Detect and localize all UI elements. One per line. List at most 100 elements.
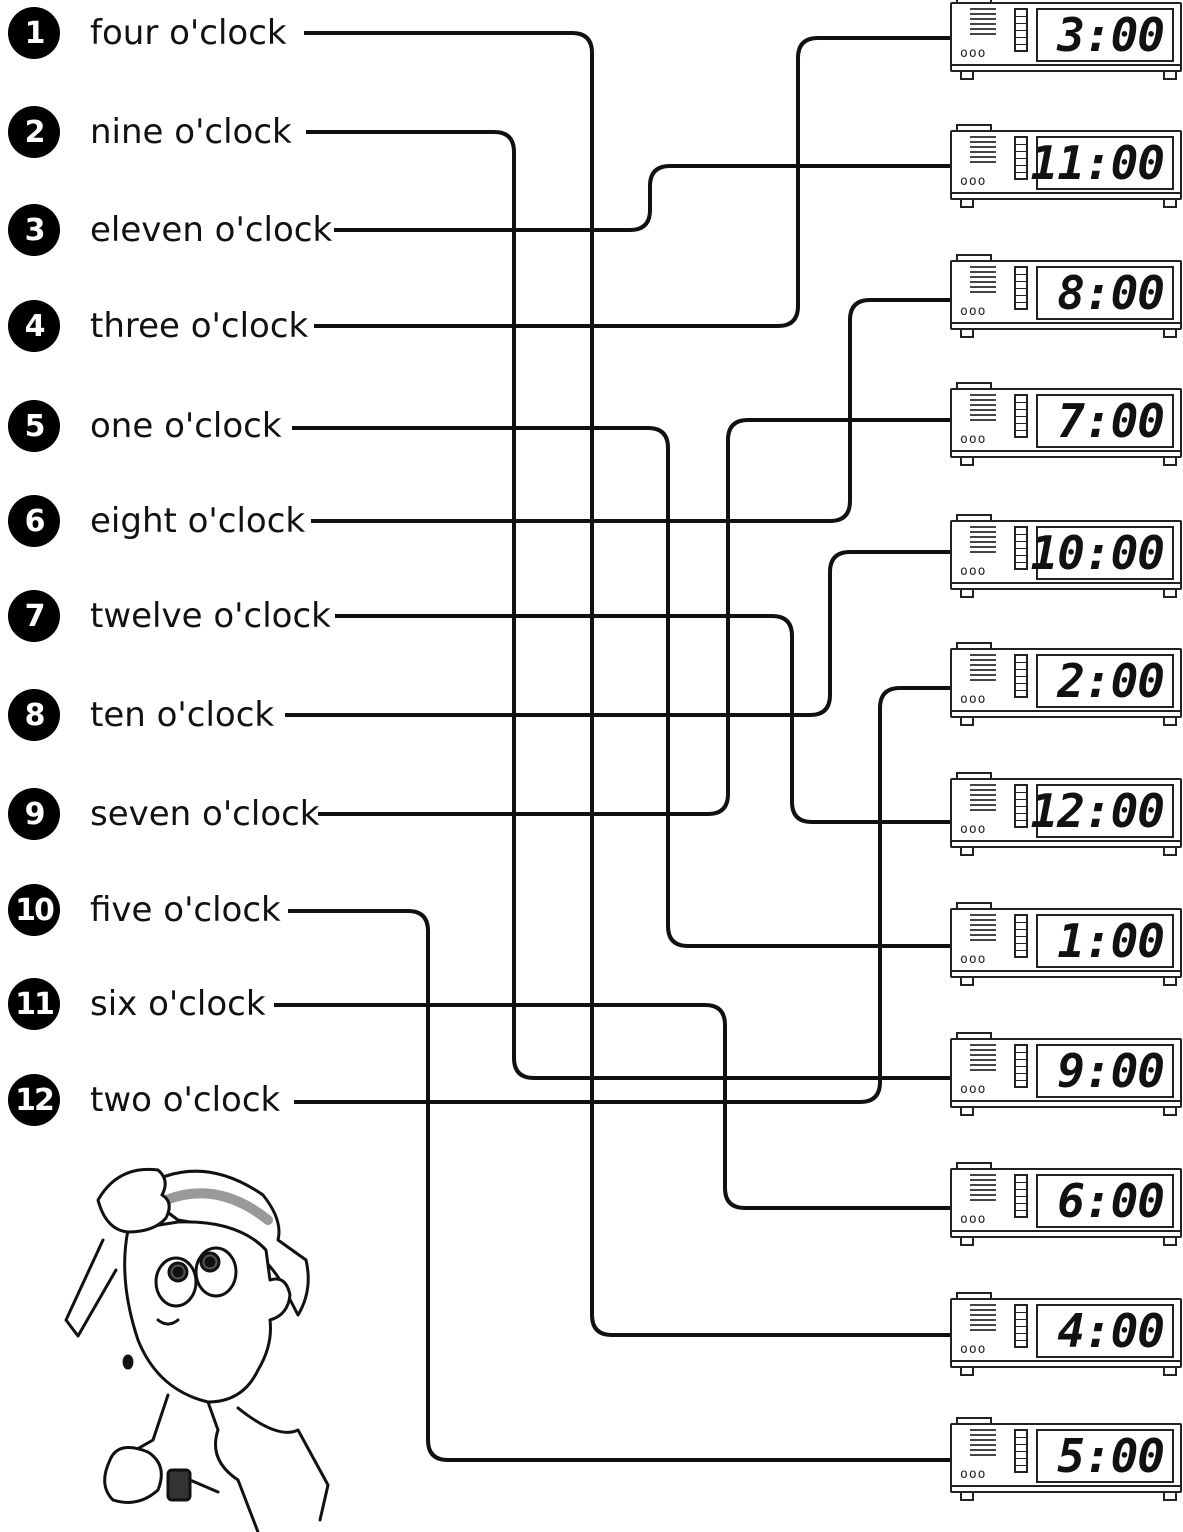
number-badge: 2 bbox=[8, 106, 60, 158]
digital-display: 10:00 bbox=[1036, 526, 1174, 580]
speaker-icon bbox=[970, 526, 996, 554]
match-line bbox=[306, 132, 950, 1078]
digital-display: 5:00 bbox=[1036, 1429, 1174, 1483]
time-phrase: eleven o'clock bbox=[90, 210, 332, 250]
list-item: 8 ten o'clock bbox=[8, 687, 274, 743]
knobs-icon: ooo bbox=[960, 1082, 986, 1097]
number-badge: 11 bbox=[8, 978, 60, 1030]
time-phrase: four o'clock bbox=[90, 13, 287, 53]
level-meter-icon bbox=[1014, 654, 1028, 698]
knobs-icon: ooo bbox=[960, 174, 986, 189]
list-item: 10 five o'clock bbox=[8, 882, 281, 938]
level-meter-icon bbox=[1014, 1304, 1028, 1348]
knobs-icon: ooo bbox=[960, 564, 986, 579]
level-meter-icon bbox=[1014, 526, 1028, 570]
digital-display: 6:00 bbox=[1036, 1174, 1174, 1228]
clock-time: 12:00 bbox=[1031, 784, 1164, 838]
speaker-icon bbox=[970, 8, 996, 36]
clock-time: 11:00 bbox=[1031, 136, 1164, 190]
number-badge: 5 bbox=[8, 400, 60, 452]
list-item: 5 one o'clock bbox=[8, 398, 282, 454]
number-badge: 1 bbox=[8, 7, 60, 59]
speaker-icon bbox=[970, 136, 996, 164]
knobs-icon: ooo bbox=[960, 822, 986, 837]
thinking-boy-illustration bbox=[58, 1140, 348, 1532]
clock-time: 7:00 bbox=[1057, 394, 1164, 448]
alarm-clock: ooo 8:00 bbox=[948, 250, 1183, 342]
digital-display: 7:00 bbox=[1036, 394, 1174, 448]
time-phrase: nine o'clock bbox=[90, 112, 292, 152]
match-line bbox=[288, 911, 950, 1460]
alarm-clock: ooo 9:00 bbox=[948, 1028, 1183, 1120]
time-phrase: five o'clock bbox=[90, 890, 281, 930]
alarm-clock: ooo 5:00 bbox=[948, 1413, 1183, 1505]
level-meter-icon bbox=[1014, 1044, 1028, 1088]
number-badge: 6 bbox=[8, 495, 60, 547]
list-item: 3 eleven o'clock bbox=[8, 202, 332, 258]
list-item: 6 eight o'clock bbox=[8, 493, 305, 549]
time-phrase: one o'clock bbox=[90, 406, 282, 446]
list-item: 12 two o'clock bbox=[8, 1072, 280, 1128]
match-line bbox=[294, 688, 950, 1102]
alarm-clock: ooo 6:00 bbox=[948, 1158, 1183, 1250]
list-item: 9 seven o'clock bbox=[8, 786, 320, 842]
level-meter-icon bbox=[1014, 914, 1028, 958]
number-badge: 8 bbox=[8, 689, 60, 741]
knobs-icon: ooo bbox=[960, 1342, 986, 1357]
time-phrase: ten o'clock bbox=[90, 695, 274, 735]
level-meter-icon bbox=[1014, 1429, 1028, 1473]
time-phrase: three o'clock bbox=[90, 306, 308, 346]
digital-display: 11:00 bbox=[1036, 136, 1174, 190]
time-phrase: eight o'clock bbox=[90, 501, 305, 541]
speaker-icon bbox=[970, 266, 996, 294]
digital-display: 12:00 bbox=[1036, 784, 1174, 838]
clock-time: 8:00 bbox=[1057, 266, 1164, 320]
clock-time: 9:00 bbox=[1057, 1044, 1164, 1098]
match-line bbox=[314, 38, 950, 326]
level-meter-icon bbox=[1014, 136, 1028, 180]
speaker-icon bbox=[970, 394, 996, 422]
list-item: 11 six o'clock bbox=[8, 976, 266, 1032]
number-badge: 9 bbox=[8, 788, 60, 840]
alarm-clock: ooo 12:00 bbox=[948, 768, 1183, 860]
number-badge: 12 bbox=[8, 1074, 60, 1126]
speaker-icon bbox=[970, 1304, 996, 1332]
alarm-clock: ooo 3:00 bbox=[948, 0, 1183, 84]
clock-time: 3:00 bbox=[1057, 8, 1164, 62]
list-item: 4 three o'clock bbox=[8, 298, 308, 354]
level-meter-icon bbox=[1014, 394, 1028, 438]
clock-time: 2:00 bbox=[1057, 654, 1164, 708]
speaker-icon bbox=[970, 654, 996, 682]
digital-display: 3:00 bbox=[1036, 8, 1174, 62]
speaker-icon bbox=[970, 914, 996, 942]
alarm-clock: ooo 7:00 bbox=[948, 378, 1183, 470]
level-meter-icon bbox=[1014, 1174, 1028, 1218]
speaker-icon bbox=[970, 1044, 996, 1072]
list-item: 2 nine o'clock bbox=[8, 104, 292, 160]
list-item: 7 twelve o'clock bbox=[8, 588, 331, 644]
match-line bbox=[335, 616, 950, 822]
time-phrase: seven o'clock bbox=[90, 794, 320, 834]
time-phrase: six o'clock bbox=[90, 984, 266, 1024]
level-meter-icon bbox=[1014, 784, 1028, 828]
alarm-clock: ooo 11:00 bbox=[948, 120, 1183, 212]
list-item: 1 four o'clock bbox=[8, 5, 287, 61]
level-meter-icon bbox=[1014, 266, 1028, 310]
alarm-clock: ooo 10:00 bbox=[948, 510, 1183, 602]
clock-time: 10:00 bbox=[1031, 526, 1164, 580]
alarm-clock: ooo 1:00 bbox=[948, 898, 1183, 990]
knobs-icon: ooo bbox=[960, 1467, 986, 1482]
knobs-icon: ooo bbox=[960, 46, 986, 61]
digital-display: 1:00 bbox=[1036, 914, 1174, 968]
match-line bbox=[311, 300, 950, 521]
digital-display: 4:00 bbox=[1036, 1304, 1174, 1358]
number-badge: 7 bbox=[8, 590, 60, 642]
knobs-icon: ooo bbox=[960, 304, 986, 319]
speaker-icon bbox=[970, 784, 996, 812]
clock-time: 4:00 bbox=[1057, 1304, 1164, 1358]
clock-time: 5:00 bbox=[1057, 1429, 1164, 1483]
clock-time: 6:00 bbox=[1057, 1174, 1164, 1228]
knobs-icon: ooo bbox=[960, 952, 986, 967]
knobs-icon: ooo bbox=[960, 692, 986, 707]
